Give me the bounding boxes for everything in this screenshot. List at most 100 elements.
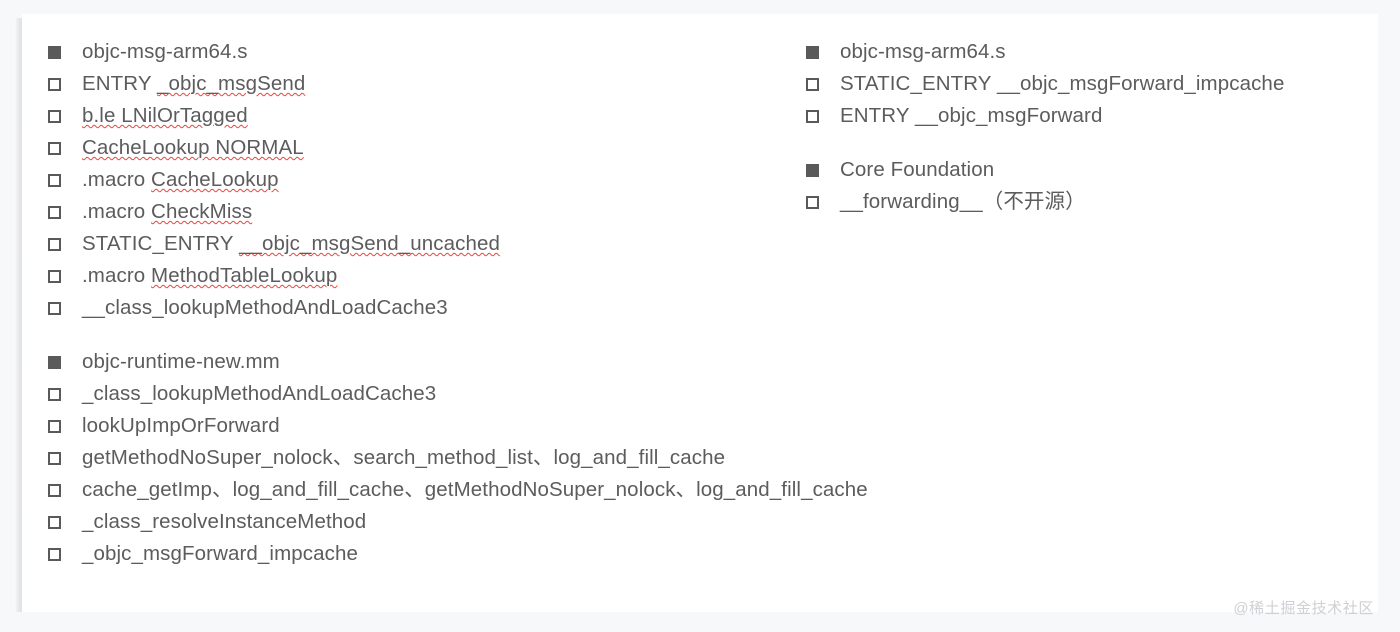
hollow-square-bullet-icon (806, 186, 840, 218)
outline-list-item: .macro CacheLookup (48, 164, 808, 196)
list-item-label: lookUpImpOrForward (82, 414, 280, 437)
group-heading-label: Core Foundation (840, 158, 995, 181)
hollow-square-bullet-icon (48, 164, 82, 196)
outline-group: Core Foundation __forwarding__（不开源） (806, 154, 1366, 218)
list-item-label: ENTRY __objc_msgForward (840, 104, 1103, 127)
hollow-square-bullet-icon (48, 100, 82, 132)
bullet-glyph-hollow (48, 419, 61, 433)
list-item-label: _class_lookupMethodAndLoadCache3 (82, 382, 437, 405)
list-item-label: _class_resolveInstanceMethod (82, 510, 367, 533)
list-item-label: ENTRY _objc_msgSend (82, 68, 305, 100)
outline-list-item: STATIC_ENTRY __objc_msgSend_uncached (48, 228, 808, 260)
list-item-label: __forwarding__（不开源） (840, 190, 1086, 213)
hollow-square-bullet-icon (48, 442, 82, 474)
outline-list-item: STATIC_ENTRY __objc_msgForward_impcache (806, 68, 1366, 100)
hollow-square-bullet-icon (48, 68, 82, 100)
group-heading-label: objc-msg-arm64.s (840, 40, 1006, 63)
list-item-label: .macro MethodTableLookup (82, 260, 337, 292)
outline-list-item: ENTRY _objc_msgSend (48, 68, 808, 100)
list-item-label: .macro CheckMiss (82, 196, 252, 228)
list-item-label: .macro CacheLookup (82, 164, 279, 196)
filled-square-bullet-icon (806, 154, 840, 186)
label-text-spellchecked: MethodTableLookup (151, 264, 338, 287)
hollow-square-bullet-icon (48, 506, 82, 538)
watermark: @稀土掘金技术社区 (1233, 600, 1374, 617)
hollow-square-bullet-icon (48, 378, 82, 410)
outline-list-item: .macro MethodTableLookup (48, 260, 808, 292)
hollow-square-bullet-icon (48, 132, 82, 164)
outline-list-item: CacheLookup NORMAL (48, 132, 808, 164)
list-item-label: cache_getImp、log_and_fill_cache、getMetho… (82, 478, 868, 501)
bullet-glyph-hollow (48, 237, 61, 251)
label-text-plain: .macro (82, 264, 152, 287)
hollow-square-bullet-icon (806, 68, 840, 100)
outline-list-item: b.le LNilOrTagged (48, 100, 808, 132)
outline-group-heading: objc-msg-arm64.s (48, 36, 808, 68)
label-text-spellchecked: CacheLookup NORMAL (82, 136, 304, 159)
bullet-glyph-hollow (48, 269, 61, 283)
outline-list-item: getMethodNoSuper_nolock、search_method_li… (48, 442, 808, 474)
bullet-glyph-filled (48, 355, 61, 369)
bullet-glyph-hollow (48, 205, 61, 219)
label-text-plain: .macro (82, 200, 152, 223)
bullet-glyph-hollow (48, 387, 61, 401)
list-item-label: __class_lookupMethodAndLoadCache3 (82, 296, 448, 319)
hollow-square-bullet-icon (48, 260, 82, 292)
list-item-label: STATIC_ENTRY __objc_msgSend_uncached (82, 228, 500, 260)
label-text-spellchecked: _objc_msgSend (157, 72, 306, 95)
bullet-glyph-hollow (48, 109, 61, 123)
label-text-plain: .macro (82, 168, 152, 191)
outline-group-heading: Core Foundation (806, 154, 1366, 186)
group-heading-label: objc-runtime-new.mm (82, 350, 280, 373)
hollow-square-bullet-icon (48, 228, 82, 260)
outline-list-item: _objc_msgForward_impcache (48, 538, 808, 570)
bullet-glyph-hollow (48, 77, 61, 91)
bullet-glyph-filled (48, 45, 61, 59)
bullet-glyph-hollow (48, 451, 61, 465)
outline-group-heading: objc-runtime-new.mm (48, 346, 808, 378)
label-text-spellchecked: __objc_msgSend_uncached (238, 232, 501, 255)
label-text-plain: STATIC_ENTRY (82, 232, 239, 255)
bullet-glyph-hollow (48, 301, 61, 315)
list-item-label: _objc_msgForward_impcache (82, 542, 358, 565)
hollow-square-bullet-icon (48, 538, 82, 570)
hollow-square-bullet-icon (48, 196, 82, 228)
hollow-square-bullet-icon (48, 474, 82, 506)
outline-list-item: .macro CheckMiss (48, 196, 808, 228)
bullet-glyph-hollow (48, 141, 61, 155)
group-heading-label: objc-msg-arm64.s (82, 40, 248, 63)
label-text-spellchecked: CacheLookup (151, 168, 279, 191)
outline-list-item: _class_resolveInstanceMethod (48, 506, 808, 538)
outline-list-item: cache_getImp、log_and_fill_cache、getMetho… (48, 474, 868, 506)
list-item-label: getMethodNoSuper_nolock、search_method_li… (82, 446, 726, 469)
hollow-square-bullet-icon (48, 410, 82, 442)
label-text-plain: ENTRY (82, 72, 158, 95)
outline-list-item: ENTRY __objc_msgForward (806, 100, 1366, 132)
outline-list-item: __class_lookupMethodAndLoadCache3 (48, 292, 808, 324)
outline-group: objc-runtime-new.mm _class_lookupMethodAn… (48, 346, 868, 570)
filled-square-bullet-icon (48, 346, 82, 378)
bullet-glyph-hollow (48, 515, 61, 529)
hollow-square-bullet-icon (48, 292, 82, 324)
bullet-glyph-hollow (48, 547, 61, 561)
list-item-label: CacheLookup NORMAL (82, 132, 304, 164)
outline-list-item: __forwarding__（不开源） (806, 186, 1366, 218)
bullet-glyph-hollow (48, 173, 61, 187)
left-accent-rail (14, 18, 23, 612)
filled-square-bullet-icon (48, 36, 82, 68)
filled-square-bullet-icon (806, 36, 840, 68)
bullet-glyph-filled (806, 45, 819, 59)
list-item-label: STATIC_ENTRY __objc_msgForward_impcache (840, 72, 1285, 95)
hollow-square-bullet-icon (806, 100, 840, 132)
outline-group-heading: objc-msg-arm64.s (806, 36, 1366, 68)
label-text-spellchecked: CheckMiss (151, 200, 253, 223)
list-item-label: b.le LNilOrTagged (82, 100, 248, 132)
bullet-glyph-hollow (806, 195, 819, 209)
outline-list-item: _class_lookupMethodAndLoadCache3 (48, 378, 808, 410)
